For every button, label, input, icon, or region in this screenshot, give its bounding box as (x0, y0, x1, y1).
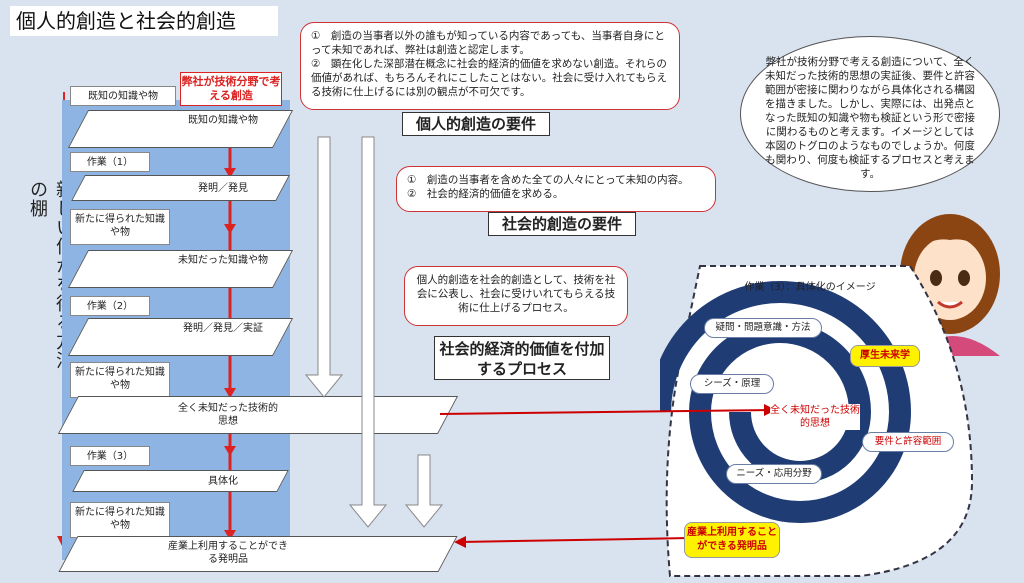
spiral-item-needs: ニーズ・応用分野 (726, 464, 822, 484)
spiral-center: 全く未知だった技術的思想 (770, 404, 860, 430)
badge-industrial-invention: 産業上利用することができる発明品 (684, 522, 780, 558)
new-knowledge-1: 新たに得られた知識や物 (70, 209, 170, 245)
para-thought-text: 全く未知だった技術的思想 (178, 403, 278, 427)
work-2-label: 作業（2） (70, 296, 150, 316)
new-knowledge-2: 新たに得られた知識や物 (70, 362, 170, 398)
personal-requirements-box: ① 創造の当事者以外の誰もが知っている内容であっても、当事者自身にとって未知であ… (300, 22, 680, 110)
company-label: 弊社が技術分野で考える創造 (180, 72, 282, 106)
personal-line-2: ② 顕在化した深部潜在概念に社会的経済的価値を求めない創造。それらの価値があれば… (311, 58, 667, 98)
hollow-arrows (304, 136, 444, 528)
social-line-2: ② 社会的経済的価値を求める。 (407, 188, 564, 200)
work-3-label: 作業（3） (70, 446, 150, 466)
para-discovery-text: 発明／発見 (198, 183, 248, 194)
process-box: 個人的創造を社会的創造として、技術を社会に公表し、社会に受けいれてもらえる技術に… (404, 266, 628, 326)
social-requirements-label: 社会的創造の要件 (488, 212, 636, 236)
personal-requirements-label: 個人的創造の要件 (402, 112, 550, 136)
para-unknown-text: 未知だった知識や物 (178, 255, 268, 266)
speech-bubble: 弊社が技術分野で考える創造について、全く未知だった技術的思想の実証後、要件と許容… (740, 36, 1000, 192)
para-concrete-text: 具体化 (208, 476, 238, 487)
page-title: 個人的創造と社会的創造 (10, 6, 278, 36)
new-knowledge-3: 新たに得られた知識や物 (70, 502, 170, 538)
para-existing-text: 既知の知識や物 (188, 115, 258, 126)
spiral-item-requirements: 要件と許容範囲 (862, 432, 954, 452)
existing-knowledge-label: 既知の知識や物 (70, 86, 176, 106)
badge-welfare-future: 厚生未来学 (850, 345, 920, 367)
social-line-1: ① 創造の当事者を含めた全ての人々にとって未知の内容。 (407, 174, 689, 186)
para-discovery2-text: 発明／発見／実証 (183, 323, 263, 334)
process-label: 社会的経済的価値を付加するプロセス (434, 336, 610, 380)
spiral-item-seeds: シーズ・原理 (690, 374, 774, 394)
spiral-item-questions: 疑問・問題意識・方法 (704, 318, 822, 338)
work-1-label: 作業（1） (70, 152, 150, 172)
personal-line-1: ① 創造の当事者以外の誰もが知っている内容であっても、当事者自身にとって未知であ… (311, 30, 665, 56)
para-product-text: 産業上利用することができる発明品 (168, 541, 288, 565)
social-requirements-box: ① 創造の当事者を含めた全ての人々にとって未知の内容。 ② 社会的経済的価値を求… (396, 166, 716, 212)
spiral-title: 作業（3）：具体化のイメージ (744, 282, 876, 293)
